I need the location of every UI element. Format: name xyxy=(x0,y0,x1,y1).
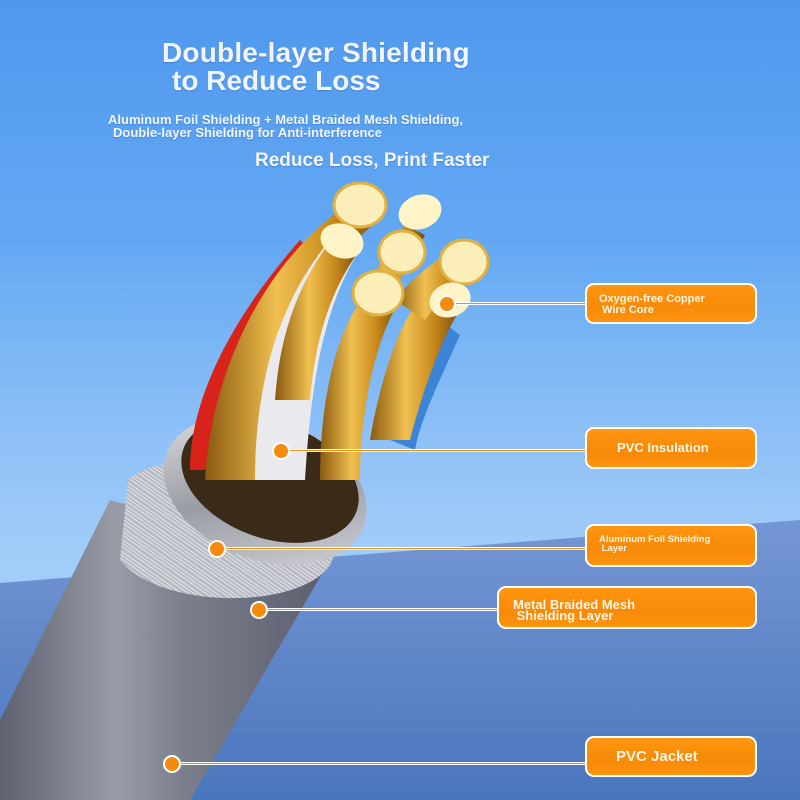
callout-copper-core[interactable]: Oxygen-free Copper Wire Core xyxy=(585,283,757,324)
callout-copper-core-line2: Wire Core xyxy=(599,304,654,316)
marker-pvc-jacket xyxy=(163,755,181,773)
callout-pvc-jacket[interactable]: PVC Jacket xyxy=(585,736,757,777)
callout-pvc-insulation[interactable]: PVC Insulation xyxy=(585,427,757,469)
callout-braided-mesh[interactable]: Metal Braided Mesh Shielding Layer xyxy=(497,586,757,629)
connector-line-foil xyxy=(217,547,587,550)
subtitle-line1: Aluminum Foil Shielding + Metal Braided … xyxy=(108,112,464,127)
copper-strand-bundle-1 xyxy=(205,200,385,480)
callout-copper-core-line1: Oxygen-free Copper xyxy=(599,293,705,305)
tagline: Reduce Loss, Print Faster xyxy=(255,150,490,171)
connector-line-insulation xyxy=(281,449,587,452)
subtitle-line2: Double-layer Shielding for Anti-interfer… xyxy=(113,125,382,140)
connector-line-braid xyxy=(259,608,499,611)
callout-aluminum-foil[interactable]: Aluminum Foil Shielding Layer xyxy=(585,524,757,567)
headline-line2: to Reduce Loss xyxy=(172,65,381,96)
marker-aluminum-foil xyxy=(208,540,226,558)
callout-pvc-jacket-label: PVC Jacket xyxy=(616,748,698,765)
callout-aluminum-foil-line1: Aluminum Foil Shielding xyxy=(599,534,711,545)
connector-line-jacket xyxy=(172,762,587,765)
marker-pvc-insulation xyxy=(272,442,290,460)
marker-braided-mesh xyxy=(250,601,268,619)
callout-aluminum-foil-line2: Layer xyxy=(599,543,627,554)
copper-wire-ends xyxy=(320,181,490,318)
copper-strand-bundle-2 xyxy=(320,290,400,480)
callout-braided-mesh-line1: Metal Braided Mesh xyxy=(513,597,636,612)
marker-copper-core xyxy=(438,295,456,313)
headline-line1: Double-layer Shielding xyxy=(162,37,470,68)
callout-braided-mesh-line2: Shielding Layer xyxy=(513,608,614,623)
connector-line-copper xyxy=(447,302,587,305)
copper-strand-bundle-3 xyxy=(370,300,460,440)
callout-pvc-insulation-label: PVC Insulation xyxy=(617,440,709,455)
